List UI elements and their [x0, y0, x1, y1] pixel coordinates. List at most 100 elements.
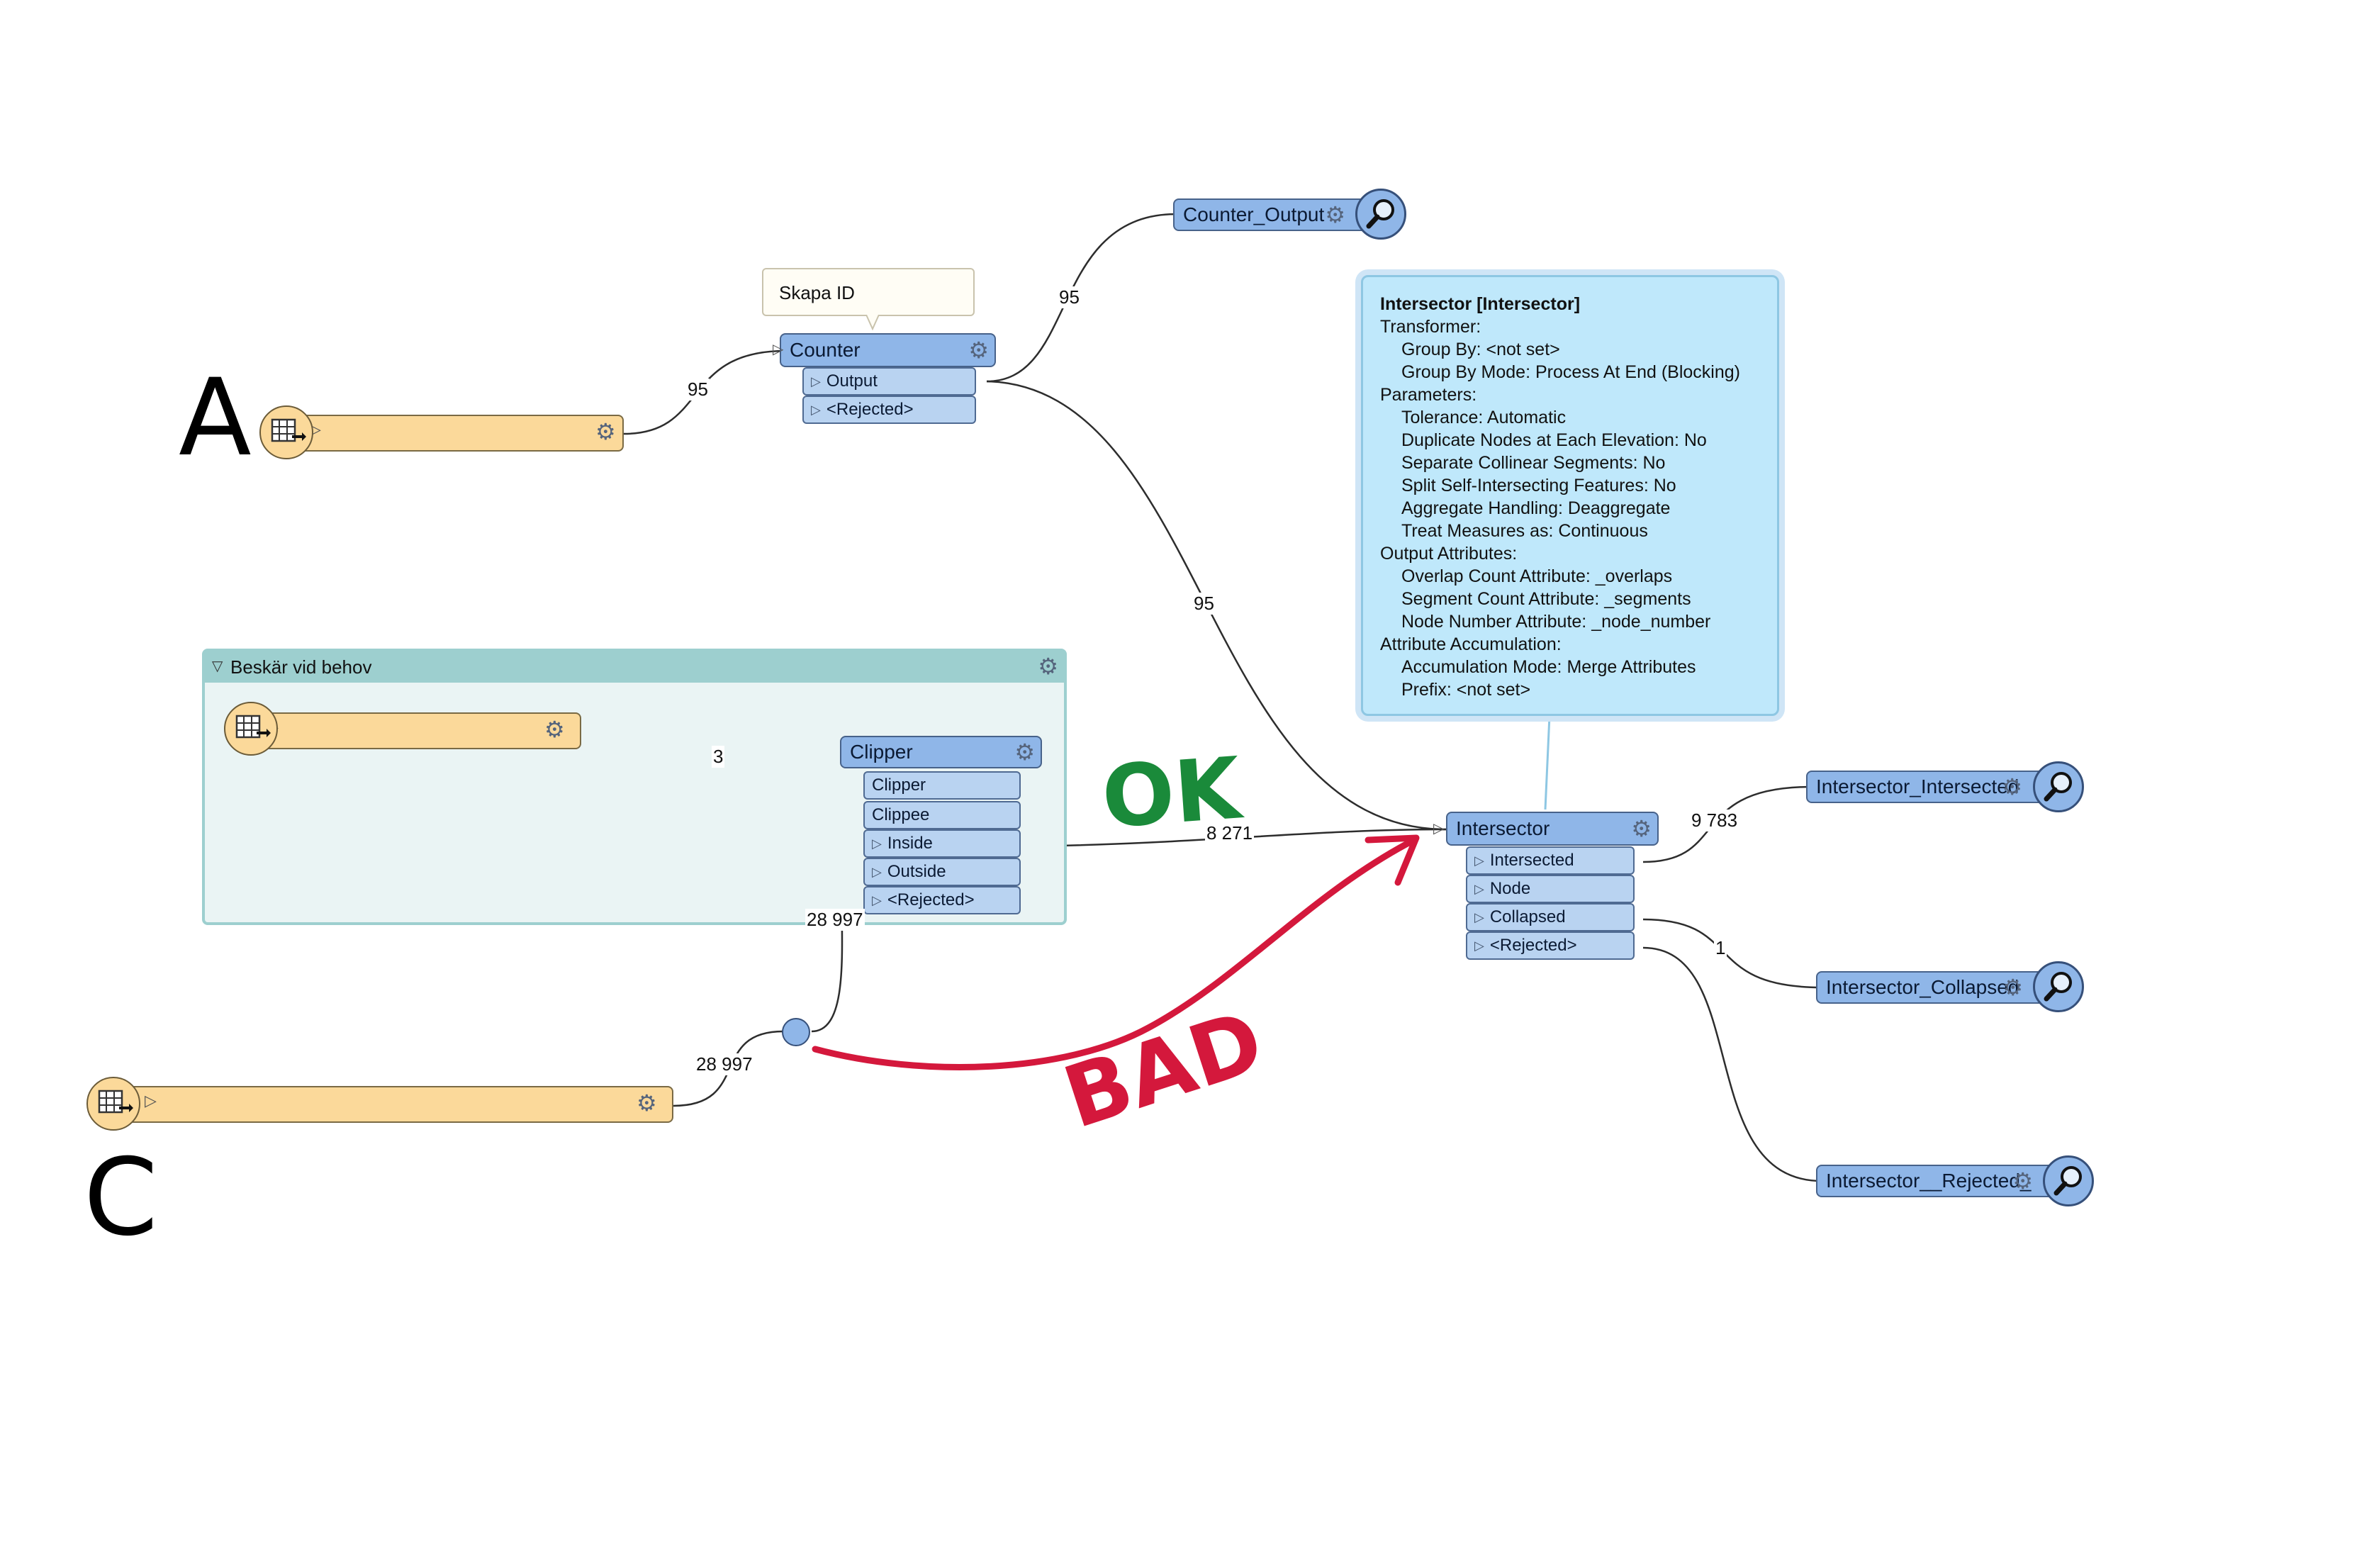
port-label: Clipper [872, 775, 926, 795]
inspector-title: Counter_Output [1183, 203, 1325, 225]
port-label: Outside [887, 862, 946, 881]
tooltip-line: Treat Measures as: Continuous [1401, 521, 1648, 541]
bookmark-container[interactable]: ▽ Beskär vid behov ⚙ [202, 649, 1067, 925]
port-label: Intersected [1489, 851, 1574, 870]
port-label: <Rejected> [826, 400, 914, 419]
tooltip-line: Prefix: <not set> [1401, 680, 1531, 700]
tooltip-pointer [1544, 715, 1551, 810]
clipper-port-rejected[interactable]: ▷ <Rejected> [863, 886, 1021, 914]
junction-node[interactable] [782, 1018, 810, 1046]
counter-port-rejected[interactable]: ▷ <Rejected> [802, 396, 976, 424]
clipper-transformer[interactable]: Clipper ⚙ [840, 736, 1042, 768]
magnifier-icon[interactable] [1355, 189, 1406, 240]
counter-output-inspector[interactable]: Counter_Output ⚙ [1173, 198, 1375, 231]
counter-title: Counter [790, 339, 861, 361]
bad-arrow-head [1365, 834, 1420, 886]
magnifier-icon[interactable] [2043, 1155, 2094, 1206]
input-port-icon[interactable]: ▷ [773, 342, 784, 357]
annotation-box[interactable]: Skapa ID [762, 268, 975, 316]
annotation-pointer [865, 314, 880, 331]
clipper-input-clippee[interactable]: Clippee [863, 801, 1021, 829]
output-port-icon[interactable]: ▷ [145, 1092, 157, 1109]
feature-count-label: 3 [712, 746, 725, 768]
collapsed-inspector[interactable]: Intersector_Collapsed ⚙ [1816, 971, 2051, 1004]
tooltip-line: Transformer: [1380, 317, 1481, 337]
tooltip-line: Separate Collinear Segments: No [1401, 453, 1666, 473]
collapse-triangle-icon[interactable]: ▽ [212, 659, 223, 674]
bookmark-title: Beskär vid behov [230, 656, 372, 678]
feature-count-label: 9 783 [1690, 810, 1739, 831]
clipper-title: Clipper [850, 741, 913, 763]
feature-count-label: 8 271 [1205, 822, 1255, 844]
tooltip-line: Duplicate Nodes at Each Elevation: No [1401, 430, 1707, 450]
feature-count-label: 28 997 [805, 909, 865, 931]
intersector-port-node[interactable]: ▷ Node [1466, 875, 1635, 903]
counter-transformer[interactable]: Counter ⚙ [780, 333, 996, 367]
tooltip-line: Tolerance: Automatic [1401, 408, 1567, 427]
gear-icon[interactable]: ⚙ [2002, 774, 2022, 800]
port-label: Collapsed [1489, 907, 1566, 926]
tooltip-line: Split Self-Intersecting Features: No [1401, 476, 1676, 495]
port-label: <Rejected> [1489, 936, 1577, 955]
inspector-title: Intersector_Collapsed [1826, 976, 2019, 998]
intersector-port-rejected[interactable]: ▷ <Rejected> [1466, 931, 1635, 960]
tooltip-line: Output Attributes: [1380, 544, 1518, 564]
expand-triangle-icon[interactable]: ▷ [811, 374, 821, 388]
gear-icon[interactable]: ⚙ [2012, 1168, 2033, 1194]
clipper-port-inside[interactable]: ▷ Inside [863, 829, 1021, 858]
reader-c[interactable]: ▷ ⚙ [113, 1086, 673, 1123]
gear-icon[interactable]: ⚙ [2002, 975, 2023, 1000]
expand-triangle-icon[interactable]: ▷ [872, 892, 882, 907]
intersector-title: Intersector [1456, 817, 1550, 839]
reader-b[interactable]: ▷ ⚙ [248, 712, 581, 749]
expand-triangle-icon[interactable]: ▷ [872, 836, 882, 851]
port-label: <Rejected> [887, 890, 975, 909]
intersector-tooltip: Intersector [Intersector] Transformer: G… [1361, 275, 1779, 716]
gear-icon[interactable]: ⚙ [1631, 816, 1652, 841]
rejected-inspector[interactable]: Intersector__Rejected_ ⚙ [1816, 1165, 2061, 1197]
gear-icon[interactable]: ⚙ [595, 419, 616, 444]
gear-icon[interactable]: ⚙ [544, 717, 565, 742]
expand-triangle-icon[interactable]: ▷ [1474, 938, 1484, 953]
feature-count-label: 28 997 [695, 1053, 754, 1075]
expand-triangle-icon[interactable]: ▷ [811, 402, 821, 417]
link-rejected-inspector [1642, 946, 1822, 1182]
ok-handwritten-text: OK [1099, 739, 1244, 848]
gear-icon[interactable]: ⚙ [968, 337, 989, 363]
magnifier-icon[interactable] [2033, 761, 2084, 812]
tooltip-line: Group By Mode: Process At End (Blocking) [1401, 362, 1740, 382]
table-reader-icon[interactable] [86, 1077, 140, 1131]
gear-icon[interactable]: ⚙ [1038, 654, 1058, 679]
expand-triangle-icon[interactable]: ▷ [872, 864, 882, 879]
gear-icon[interactable]: ⚙ [1014, 739, 1035, 765]
intersector-port-intersected[interactable]: ▷ Intersected [1466, 846, 1635, 875]
expand-triangle-icon[interactable]: ▷ [1474, 853, 1484, 868]
gear-icon[interactable]: ⚙ [637, 1090, 657, 1116]
tooltip-title: Intersector [Intersector] [1380, 294, 1581, 314]
counter-port-output[interactable]: ▷ Output [802, 367, 976, 396]
table-reader-icon[interactable] [259, 405, 313, 459]
intersector-port-collapsed[interactable]: ▷ Collapsed [1466, 903, 1635, 931]
bad-arrow [812, 836, 1418, 1070]
clipper-input-clipper[interactable]: Clipper [863, 771, 1021, 800]
feature-count-label: 95 [1192, 593, 1216, 615]
bookmark-header[interactable]: ▽ Beskär vid behov ⚙ [205, 651, 1064, 683]
inspector-title: Intersector_Intersected [1816, 775, 2019, 797]
gear-icon[interactable]: ⚙ [1325, 202, 1345, 228]
magnifier-icon[interactable] [2033, 961, 2084, 1012]
port-label: Clippee [872, 805, 930, 824]
expand-triangle-icon[interactable]: ▷ [1474, 881, 1484, 896]
tooltip-line: Overlap Count Attribute: _overlaps [1401, 566, 1673, 586]
port-label: Node [1489, 879, 1531, 898]
table-reader-icon[interactable] [224, 702, 278, 756]
tooltip-line: Accumulation Mode: Merge Attributes [1401, 657, 1696, 677]
port-label: Output [826, 371, 878, 391]
expand-triangle-icon[interactable]: ▷ [1474, 909, 1484, 924]
input-port-icon[interactable]: ▷ [1433, 821, 1445, 836]
feature-count-label: 95 [1058, 286, 1081, 308]
tooltip-line: Aggregate Handling: Deaggregate [1401, 498, 1671, 518]
clipper-port-outside[interactable]: ▷ Outside [863, 858, 1021, 886]
intersector-transformer[interactable]: Intersector ⚙ [1446, 812, 1659, 846]
